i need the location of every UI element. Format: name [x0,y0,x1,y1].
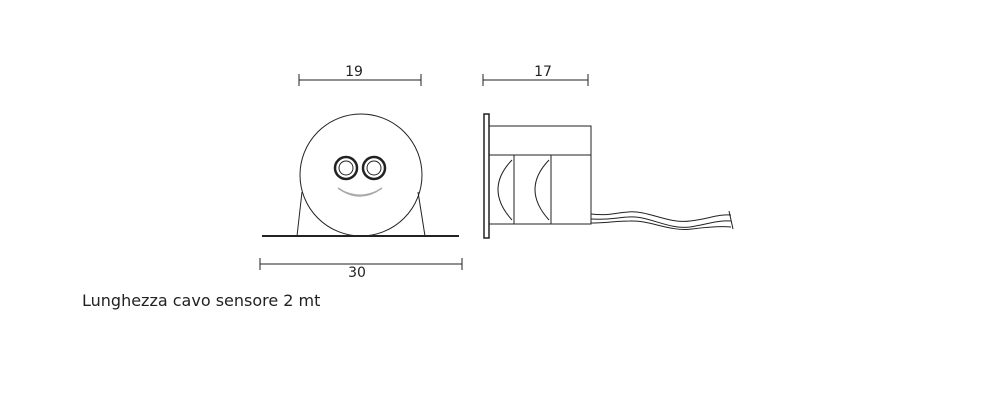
side-view [482,74,734,239]
sensor-side-profile-icon [488,125,592,225]
right-leg [417,191,426,237]
side-depth-dimension [482,74,589,86]
front-flange [483,113,490,239]
lens-left [497,159,513,221]
smile-inner [340,189,380,196]
left-leg [296,191,303,237]
right-eye-inner [366,160,382,176]
base-width-dimension [259,258,463,270]
cable-length-caption: Lunghezza cavo sensore 2 mt [82,291,321,310]
sensor-cable [590,210,734,230]
front-view [259,74,463,270]
front-width-label: 19 [345,64,363,80]
sensor-head [299,113,423,237]
right-eye [361,155,387,181]
left-eye-inner [338,160,354,176]
lens-right [534,159,550,221]
front-width-dimension [298,74,422,86]
smiley-sensor-front-icon [333,155,387,197]
left-eye [333,155,359,181]
base-width-label: 30 [348,265,366,281]
side-depth-label: 17 [534,64,552,80]
